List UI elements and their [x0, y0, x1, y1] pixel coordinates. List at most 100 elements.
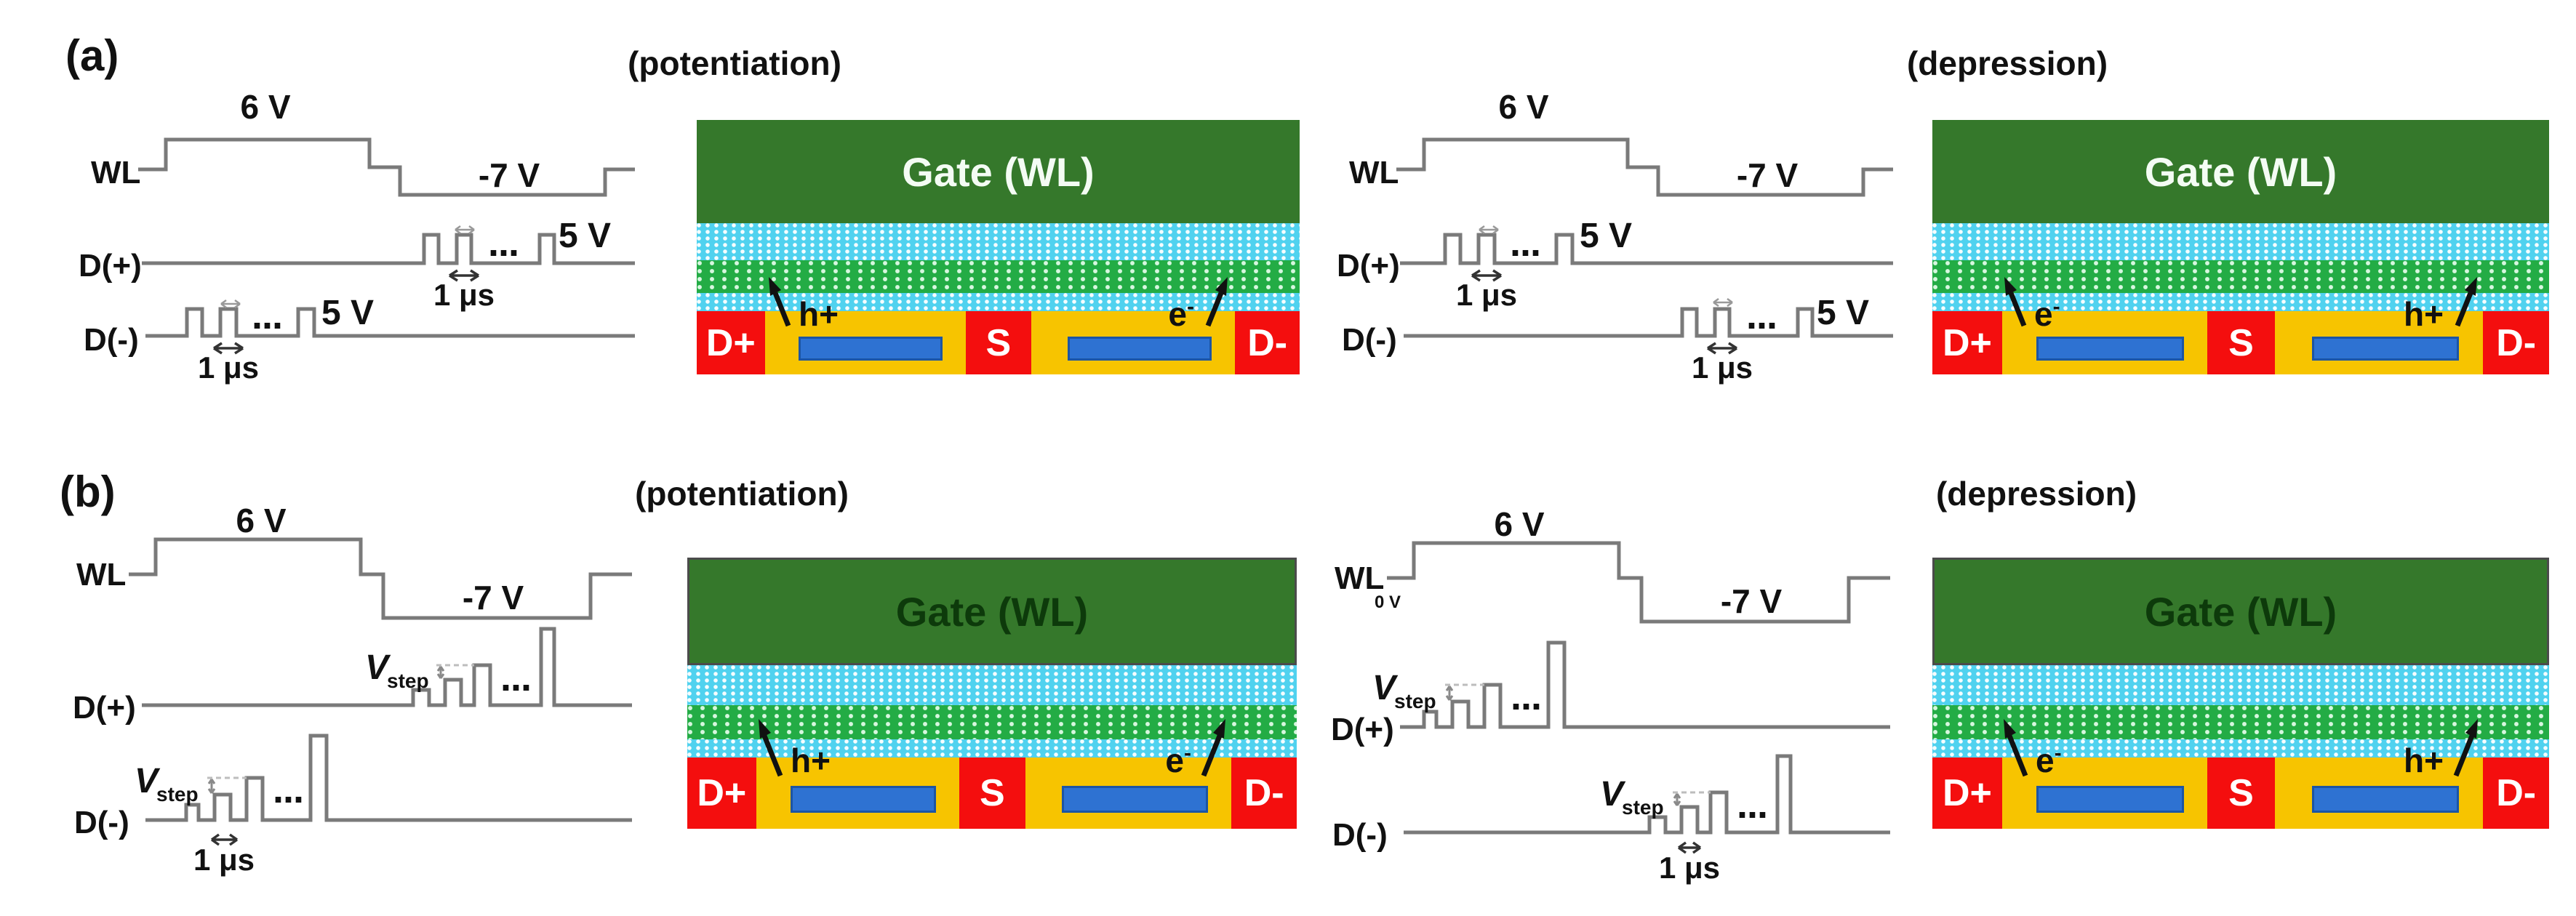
title-a-potentiation: (potentiation): [628, 44, 841, 82]
device-cross-section-b-potentiation: Gate (WL) D+ S D- h+ e-: [687, 558, 1297, 829]
charge-trap-layer: [1932, 705, 2549, 739]
d-minus-label: D(-): [1342, 322, 1397, 358]
d-plus-label: D(+): [1337, 248, 1400, 284]
drain-minus-contact: D-: [1235, 311, 1300, 374]
tunnel-oxide-layer: [1932, 739, 2549, 758]
blocking-oxide-layer: [1932, 223, 2549, 260]
pulse-amp-label: 5 V: [321, 294, 374, 332]
pulse-width-marker-top: [1479, 225, 1499, 235]
channel-bar-right: [1067, 336, 1212, 361]
drain-plus-label: D+: [705, 321, 756, 364]
electron-label: e-: [1165, 741, 1191, 779]
pulse-width-label: 1 μs: [1692, 350, 1753, 385]
hole-label: h+: [791, 742, 831, 779]
pulse-width-arrow: [1677, 841, 1702, 854]
gate-label: Gate (WL): [902, 148, 1095, 195]
vstep-arrow: [1673, 793, 1681, 806]
continuation-dots: ...: [1746, 294, 1777, 337]
wl-label: WL: [1349, 155, 1399, 190]
d-plus-trace: [142, 233, 635, 265]
pulse-width-marker-top: [455, 225, 475, 235]
drain-minus-label: D-: [2496, 321, 2537, 364]
vstep-arrow: [436, 666, 445, 679]
title-b-depression: (depression): [1935, 475, 2137, 513]
pulse-width-label: 1 μs: [433, 278, 495, 312]
pulse-width-label: 1 μs: [193, 843, 255, 877]
substrate: D+ S D-: [687, 758, 1297, 829]
drain-plus-label: D+: [1942, 772, 1992, 814]
blocking-oxide-layer: [697, 223, 1300, 260]
d-plus-trace: [1400, 640, 1890, 729]
continuation-dots: ...: [1510, 221, 1540, 265]
vstep-sub-label: step: [1622, 796, 1664, 819]
gate-low-label: -7 V: [479, 156, 540, 194]
gate-region: Gate (WL): [697, 120, 1300, 223]
substrate: D+ S D-: [1932, 758, 2549, 829]
drain-minus-contact: D-: [1231, 758, 1297, 829]
vstep-arrow: [207, 779, 216, 794]
gate-region: Gate (WL): [1932, 558, 2549, 665]
waveform-panel-b-depression: WL 0 V 6 V -7 V D(+) V step ... D(-) V s…: [1331, 505, 1890, 885]
device-cross-section-a-depression: Gate (WL) D+ S D- e- h+: [1932, 120, 2549, 374]
row-b-label: (b): [60, 467, 116, 516]
d-minus-label: D(-): [1332, 817, 1388, 853]
gate-low-label: -7 V: [1737, 156, 1799, 194]
d-plus-label: D(+): [79, 248, 142, 284]
vstep-sub-label: step: [156, 783, 199, 805]
pulse-width-marker-top: [1713, 297, 1733, 308]
continuation-dots: ...: [1737, 783, 1767, 827]
waveform-panel-a-potentiation: WL 6 V -7 V D(+) ... 1 μs 5 V D(-) ... 1…: [79, 88, 635, 385]
channel-bar-left: [790, 786, 936, 813]
tunnel-oxide-layer: [697, 293, 1300, 311]
row-a-label: (a): [65, 31, 119, 80]
continuation-dots: ...: [1511, 675, 1541, 718]
gate-label: Gate (WL): [2144, 588, 2337, 635]
drain-plus-contact: D+: [1932, 758, 2002, 829]
electron-label: e-: [2034, 294, 2060, 333]
wl-trace: [129, 537, 632, 620]
continuation-dots: ...: [500, 656, 531, 699]
source-contact: S: [959, 758, 1026, 829]
electron-label: e-: [1168, 294, 1194, 333]
waveform-panel-b-potentiation: WL 6 V -7 V D(+) V step ... D(-) V step …: [73, 502, 632, 877]
carrier-injection-arrows: [2004, 719, 2478, 777]
electron-arrow: [1205, 292, 1224, 327]
pulse-width-arrow: [449, 269, 479, 282]
pulse-amp-label: 5 V: [559, 217, 611, 255]
drain-plus-label: D+: [1942, 321, 1992, 364]
continuation-dots: ...: [273, 768, 303, 811]
vstep-label: V: [1600, 775, 1626, 813]
blocking-oxide-layer: [687, 665, 1297, 705]
source-contact: S: [2207, 758, 2275, 829]
pulse-width-arrow: [213, 342, 244, 355]
title-a-depression: (depression): [1906, 44, 2108, 82]
vstep-label: V: [365, 648, 391, 687]
tunnel-oxide-layer: [1932, 293, 2549, 311]
d-minus-trace: [1404, 307, 1893, 338]
d-plus-trace: [142, 627, 632, 707]
device-cross-section-a-potentiation: Gate (WL) D+ S D- h+ e-: [697, 120, 1300, 374]
wl-label: WL: [1335, 561, 1384, 596]
pulse-width-label: 1 μs: [198, 350, 259, 385]
carrier-injection-arrows: [769, 277, 1228, 327]
source-label: S: [2228, 321, 2254, 364]
electron-arrow: [2007, 734, 2028, 777]
charge-trap-layer: [687, 705, 1297, 739]
d-minus-trace: [1404, 754, 1890, 835]
continuation-dots: ...: [488, 221, 519, 265]
drain-minus-contact: D-: [2483, 758, 2549, 829]
gate-low-label: -7 V: [463, 579, 524, 616]
wl-trace: [138, 137, 635, 197]
gate-region: Gate (WL): [687, 558, 1297, 665]
d-minus-label: D(-): [74, 805, 129, 840]
pulse-width-marker-top: [220, 299, 241, 309]
source-label: S: [985, 321, 1012, 364]
d-minus-trace: [145, 307, 635, 338]
pulse-width-arrow: [1707, 342, 1737, 355]
drain-minus-contact: D-: [2483, 311, 2549, 374]
drain-minus-label: D-: [2496, 772, 2537, 814]
d-plus-trace: [1400, 233, 1893, 265]
d-minus-label: D(-): [84, 322, 139, 358]
gate-high-label: 6 V: [240, 88, 290, 126]
